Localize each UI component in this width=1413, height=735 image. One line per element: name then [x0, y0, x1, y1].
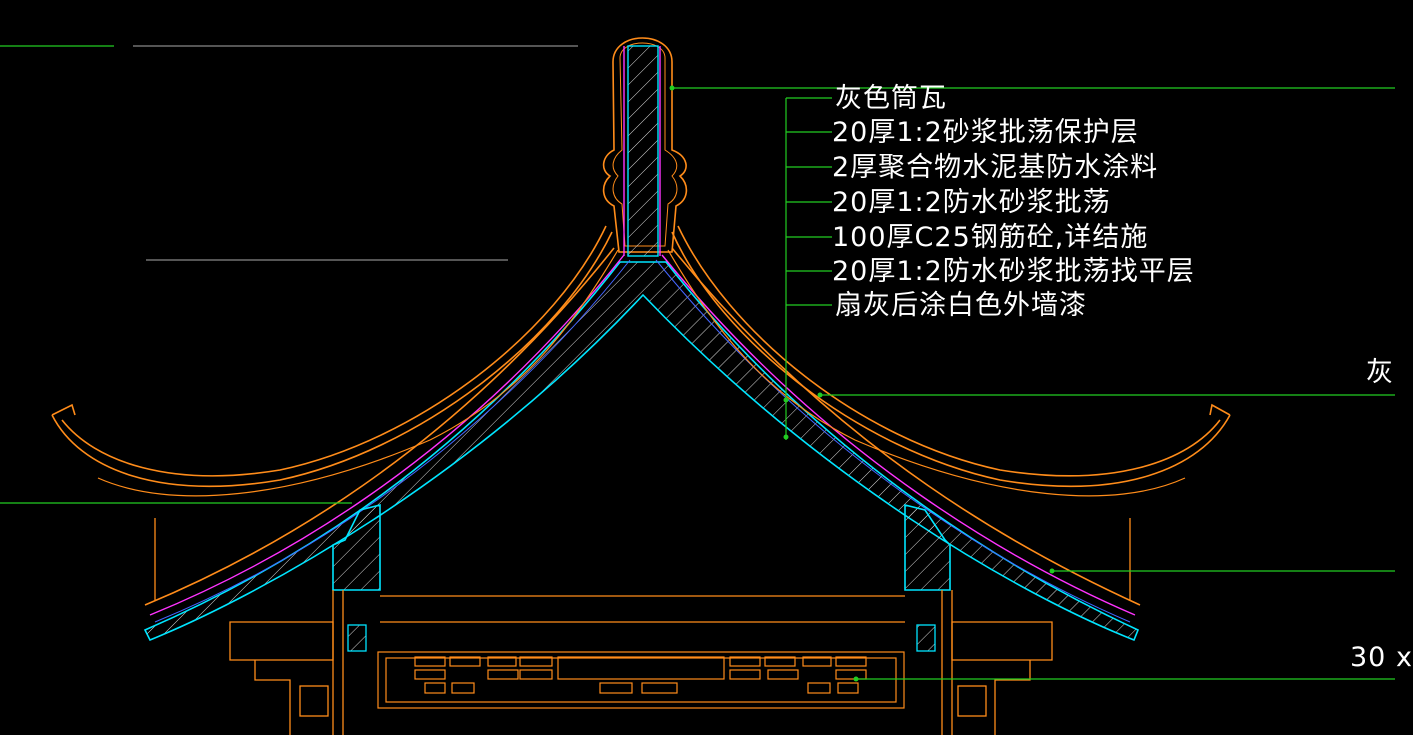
ridge-ornament — [602, 37, 688, 253]
column-markers — [347, 624, 936, 652]
layer-label-6: 20厚1:2防水砂浆批荡找平层 — [832, 256, 1195, 287]
layer-label-7: 扇灰后涂白色外墙漆 — [835, 290, 1087, 321]
layer-label-2: 20厚1:2砂浆批荡保护层 — [832, 117, 1139, 148]
layer-label-1: 灰色筒瓦 — [835, 83, 947, 114]
reference-lines — [0, 45, 578, 261]
layer-label-4: 20厚1:2防水砂浆批荡 — [832, 187, 1111, 218]
beam-drops — [332, 503, 951, 591]
leader-dots — [669, 85, 1055, 682]
edge-label-right-top: 灰 — [1366, 357, 1394, 388]
lattice-window — [377, 651, 905, 709]
roof-slab — [143, 247, 1141, 642]
layer-label-5: 100厚C25钢筋砼,详结施 — [832, 222, 1149, 253]
edge-label-right-bottom: 30 x — [1350, 642, 1413, 673]
walls-and-posts — [154, 518, 1131, 735]
ridge-post — [623, 45, 661, 257]
layer-label-3: 2厚聚合物水泥基防水涂料 — [832, 152, 1159, 183]
leader-lines — [0, 87, 1395, 680]
eave-curves — [51, 225, 1231, 497]
